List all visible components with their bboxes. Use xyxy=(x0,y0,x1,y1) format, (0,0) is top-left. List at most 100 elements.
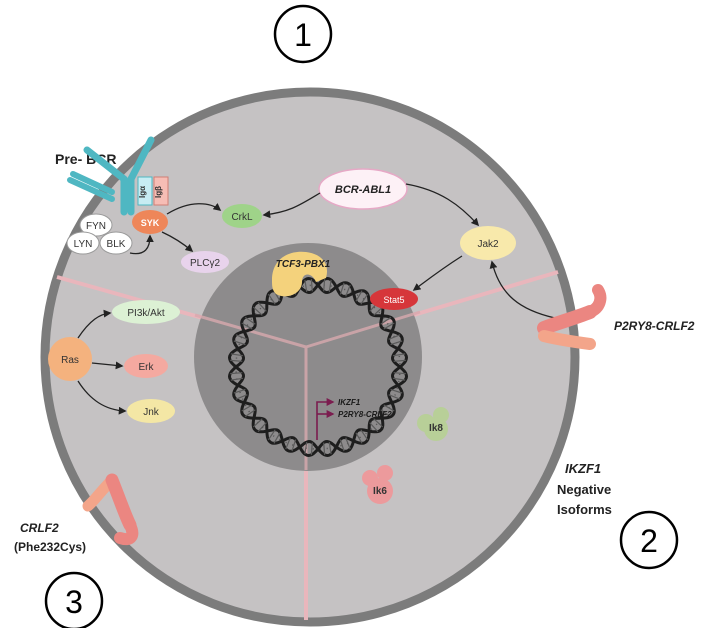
jnk-node: Jnk xyxy=(127,399,175,423)
svg-text:FYN: FYN xyxy=(86,221,106,232)
dna-rung xyxy=(273,432,281,444)
dna-rung xyxy=(310,442,313,455)
svg-text:Ras: Ras xyxy=(61,355,79,366)
dna-rung xyxy=(310,279,313,292)
dna-rung xyxy=(244,409,256,418)
tcf3-pbx1-node: TCF3-PBX1 xyxy=(272,251,331,297)
p2ry8-crlf2-receptor-icon xyxy=(537,284,607,350)
dna-rung xyxy=(241,404,253,412)
ras-node: Ras xyxy=(48,337,92,381)
dna-rung xyxy=(257,422,267,433)
p2ry8-crlf2-gene-label: P2RY8-CRLF2 xyxy=(338,410,392,419)
svg-text:LYN: LYN xyxy=(74,239,93,250)
gene-promoter-arrows xyxy=(316,398,335,440)
blk-node: BLK xyxy=(99,231,133,255)
lyn-node: LYN xyxy=(66,231,100,255)
svg-text:Stat5: Stat5 xyxy=(383,295,404,305)
dna-rung xyxy=(393,372,406,375)
ig-beta: Igβ xyxy=(153,176,169,206)
svg-text:TCF3-PBX1: TCF3-PBX1 xyxy=(276,259,331,270)
dna-rung xyxy=(380,316,392,325)
dna-rung xyxy=(328,279,332,292)
dna-rung xyxy=(230,372,243,375)
svg-text:2: 2 xyxy=(640,523,658,559)
marker-3: 3 xyxy=(44,571,104,628)
svg-text:PLCγ2: PLCγ2 xyxy=(190,258,220,269)
dna-rung xyxy=(233,388,246,394)
isoforms-label: Isoforms xyxy=(557,502,612,517)
dna-rung xyxy=(355,432,363,444)
dna-rung xyxy=(304,279,308,292)
dna-rung xyxy=(339,439,345,452)
dna-rung xyxy=(345,284,351,297)
marker-2: 2 xyxy=(619,510,679,570)
dna-rung xyxy=(235,394,248,400)
phe232cys-label: (Phe232Cys) xyxy=(14,540,86,554)
svg-text:CrkL: CrkL xyxy=(231,212,253,223)
dna-rung xyxy=(388,334,401,340)
dna-rung xyxy=(390,388,403,394)
dna-rung xyxy=(267,429,276,441)
dna-rung xyxy=(369,422,379,433)
dna-rung xyxy=(393,359,406,362)
dna-rung xyxy=(230,353,243,357)
dna-rung xyxy=(244,316,256,325)
dna-rung xyxy=(252,418,263,428)
dna-rung xyxy=(323,442,326,455)
dna-rung xyxy=(388,394,401,400)
pi3k-akt-node: PI3k/Akt xyxy=(112,300,180,324)
jak2-node: Jak2 xyxy=(460,226,516,260)
dna-rung xyxy=(373,418,384,428)
dna-rung xyxy=(355,290,363,302)
crlf2-receptor-icon xyxy=(82,473,139,546)
pre-bcr-receptor-icon xyxy=(67,136,155,216)
dna-rung xyxy=(380,409,392,418)
dna-rung xyxy=(230,377,243,381)
dna-rung xyxy=(304,442,308,455)
dna-rung xyxy=(339,282,345,295)
dna-rung xyxy=(345,437,351,450)
svg-text:Erk: Erk xyxy=(139,362,155,373)
dna-rung xyxy=(373,306,384,316)
svg-text:1: 1 xyxy=(294,17,312,53)
dna-rung xyxy=(383,322,395,330)
crkl-node: CrkL xyxy=(222,204,262,228)
stat5-node: Stat5 xyxy=(370,288,418,310)
dna-rung xyxy=(393,377,406,381)
svg-text:SYK: SYK xyxy=(141,218,160,228)
marker-1: 1 xyxy=(273,4,333,64)
svg-text:Ik6: Ik6 xyxy=(373,486,387,497)
ikzf1-gene-label: IKZF1 xyxy=(338,398,361,407)
dna-rung xyxy=(383,404,395,412)
svg-text:3: 3 xyxy=(65,584,83,620)
dna-rung xyxy=(252,306,263,316)
dna-rung xyxy=(230,359,243,362)
syk-node: SYK xyxy=(132,210,168,234)
dna-ring xyxy=(227,276,409,458)
dna-rung xyxy=(390,340,403,346)
dna-rung xyxy=(328,442,332,455)
svg-text:BLK: BLK xyxy=(107,239,126,250)
p2ry8-crlf2-label: P2RY8-CRLF2 xyxy=(614,319,695,333)
dna-rung xyxy=(393,353,406,357)
svg-text:Ik8: Ik8 xyxy=(429,423,443,434)
svg-text:PI3k/Akt: PI3k/Akt xyxy=(127,308,164,319)
dna-rung xyxy=(360,429,369,441)
ik6-node: Ik6 xyxy=(362,465,393,504)
svg-text:BCR-ABL1: BCR-ABL1 xyxy=(335,184,391,196)
nucleus xyxy=(194,243,422,471)
dna-rung xyxy=(267,293,276,305)
dna-rung xyxy=(323,279,326,292)
ikzf1-label: IKZF1 xyxy=(565,461,601,476)
dna-rung xyxy=(257,301,267,312)
dna-rung xyxy=(235,334,248,340)
crlf2-label: CRLF2 xyxy=(20,521,59,535)
ig-alpha: Igα xyxy=(137,176,153,206)
bcr-abl1-node: BCR-ABL1 xyxy=(318,168,408,210)
dna-rung xyxy=(233,340,246,346)
dna-rung xyxy=(360,293,369,305)
erk-node: Erk xyxy=(124,354,168,378)
svg-text:Jnk: Jnk xyxy=(143,407,160,418)
svg-text:Igα: Igα xyxy=(138,186,147,198)
